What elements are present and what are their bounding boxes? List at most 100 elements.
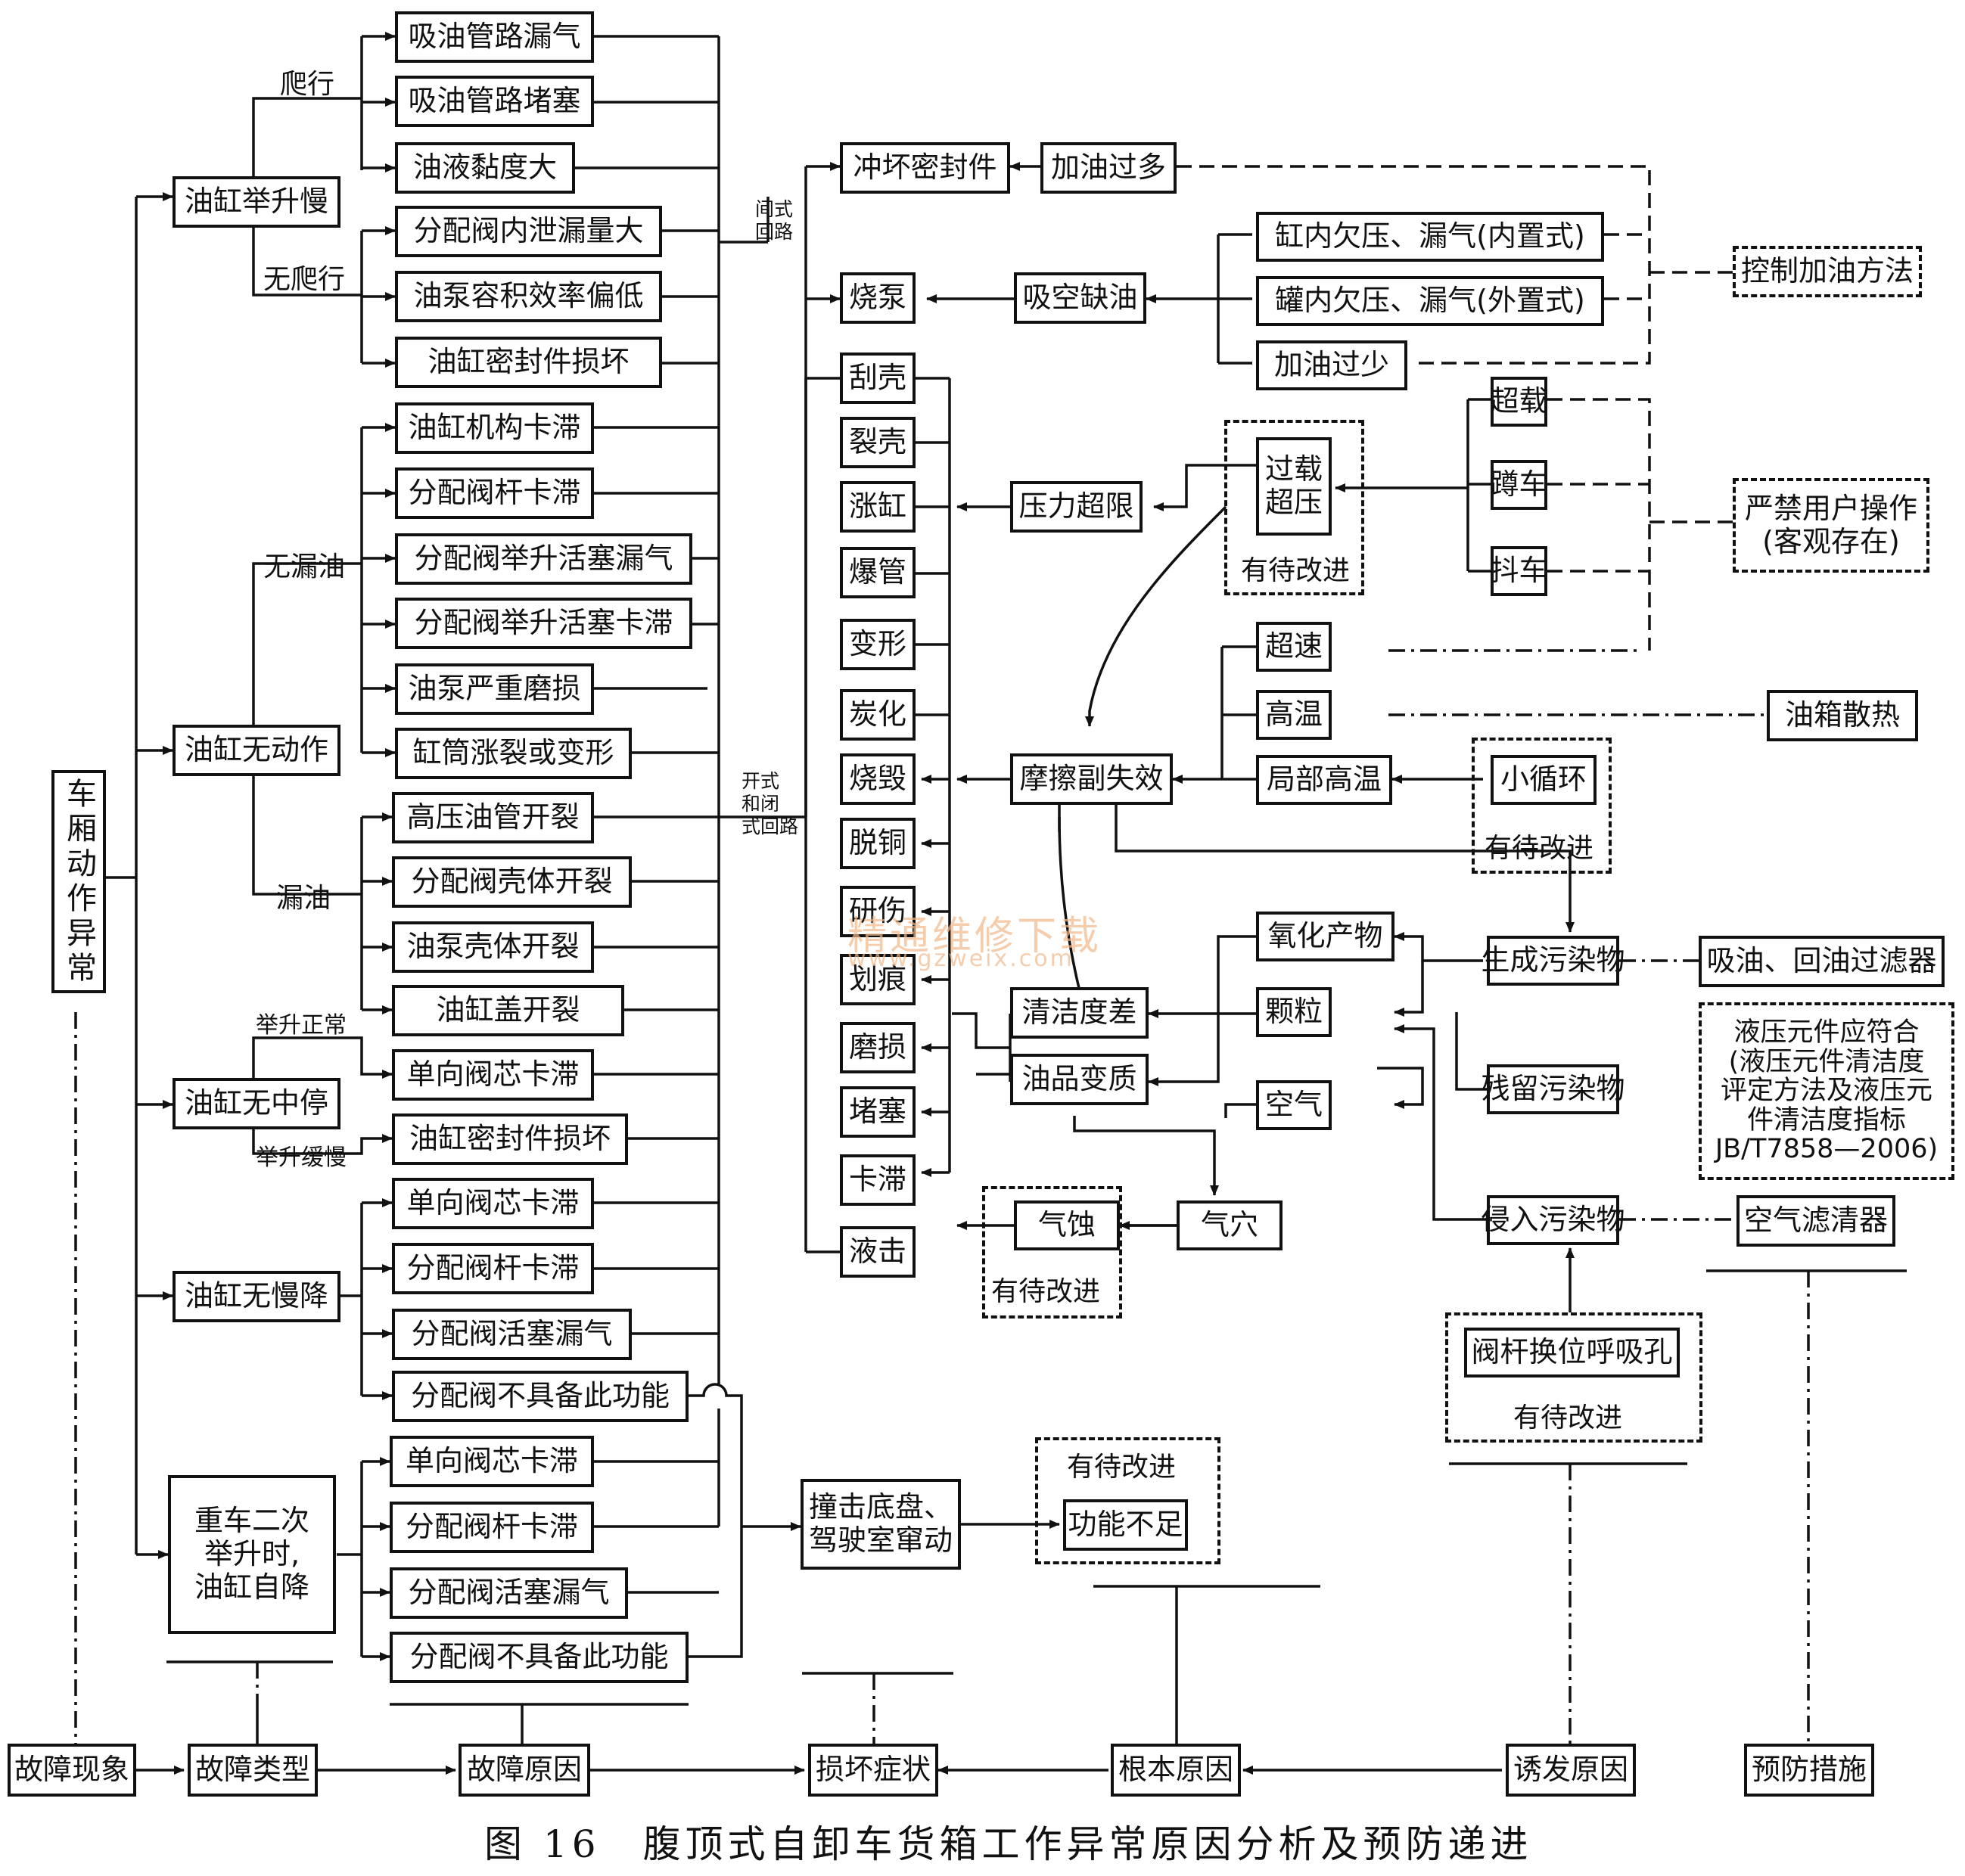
symptom-box: 研伤	[840, 886, 916, 937]
symptom-box: 堵塞	[840, 1086, 916, 1138]
legend-root-cause: 根本原因	[1111, 1744, 1241, 1797]
root-cause-box: 清洁度差	[1010, 987, 1149, 1039]
watermark-text: 精通维修下载	[847, 914, 1102, 959]
root-cause-box: 气蚀	[1014, 1200, 1120, 1250]
inducing-cause-box: 残留污染物	[1482, 1064, 1625, 1114]
pending-zone	[1445, 1312, 1702, 1443]
prevention-box: 油箱散热	[1767, 690, 1918, 741]
pending-zone	[1035, 1437, 1220, 1564]
cause-box: 单向阀芯卡滞	[392, 1049, 594, 1101]
pending-zone	[982, 1186, 1122, 1318]
label-crawl: 爬行	[280, 69, 335, 100]
symptom-box: 炭化	[840, 689, 916, 741]
fault-type-no-action: 油缸无动作	[173, 725, 340, 776]
symptom-box: 刮壳	[840, 353, 916, 404]
inducing-cause-box: 抖车	[1491, 546, 1548, 596]
inducing-cause-box: 高温	[1256, 690, 1332, 740]
root-cause-box: 功能不足	[1063, 1499, 1188, 1551]
inducing-cause-box: 生成污染物	[1482, 936, 1625, 986]
root-cause-box: 加油过多	[1040, 142, 1177, 194]
cause-box: 分配阀杆卡滞	[390, 1502, 594, 1553]
prevention-box: 液压元件应符合 (液压元件清洁度 评定方法及液压元 件清洁度指标 JB/T785…	[1699, 1002, 1954, 1180]
fault-type-no-slow-drop: 油缸无慢降	[173, 1271, 340, 1322]
cause-box: 分配阀不具备此功能	[390, 1632, 689, 1683]
pending-label: 有待改进	[1513, 1402, 1623, 1433]
cause-box: 分配阀举升活塞漏气	[395, 533, 692, 585]
cause-box: 油泵容积效率偏低	[395, 271, 662, 322]
fault-type-self-drop: 重车二次 举升时, 油缸自降	[168, 1475, 336, 1634]
symptom-box: 变形	[840, 619, 916, 670]
inducing-cause-box: 局部高温	[1256, 755, 1392, 805]
symptom-box: 烧毁	[840, 753, 916, 805]
inducing-cause-box: 过载 超压	[1256, 437, 1332, 536]
root-cause-box: 油品变质	[1010, 1054, 1149, 1105]
cause-box: 缸筒涨裂或变形	[395, 728, 632, 779]
inducing-cause-box: 空气	[1256, 1080, 1332, 1130]
root-cause-box: 压力超限	[1010, 481, 1143, 533]
cause-box: 分配阀杆卡滞	[392, 1243, 594, 1294]
cause-box: 分配阀活塞漏气	[392, 1309, 632, 1360]
cause-box: 吸油管路漏气	[395, 11, 594, 63]
symptom-box: 脱铜	[840, 818, 916, 869]
inducing-cause-box: 氧化产物	[1256, 912, 1394, 961]
legend-inducing-cause: 诱发原因	[1506, 1744, 1636, 1797]
fault-type-slow-lift: 油缸举升慢	[173, 176, 340, 228]
cause-box: 单向阀芯卡滞	[392, 1178, 594, 1229]
fault-type-no-midstop: 油缸无中停	[173, 1078, 340, 1129]
legend-prevention: 预防措施	[1744, 1744, 1874, 1797]
inducing-cause-box: 加油过少	[1256, 340, 1407, 390]
symptom-box: 烧泵	[840, 272, 916, 324]
symptom-box: 磨损	[840, 1022, 916, 1073]
cause-box: 油泵严重磨损	[395, 663, 594, 715]
prevention-box: 严禁用户操作 (客观存在)	[1733, 478, 1929, 573]
cause-box: 油泵壳体开裂	[392, 921, 594, 973]
symptom-box: 卡滞	[840, 1154, 916, 1206]
inducing-cause-box: 小循环	[1491, 755, 1597, 805]
pending-label: 有待改进	[1067, 1452, 1177, 1483]
symptom-box: 爆管	[840, 547, 916, 598]
prevention-box: 空气滤清器	[1736, 1195, 1895, 1247]
pending-label: 有待改进	[1241, 555, 1351, 586]
legend-fault-cause: 故障原因	[459, 1744, 590, 1797]
cause-box: 分配阀活塞漏气	[390, 1567, 628, 1619]
prevention-box: 吸油、回油过滤器	[1699, 936, 1945, 987]
label-no-crawl: 无爬行	[263, 264, 346, 295]
root-cause-box: 吸空缺油	[1014, 272, 1146, 324]
pending-label: 有待改进	[1485, 833, 1594, 864]
root-node: 车厢动作异常	[51, 770, 106, 993]
inducing-cause-box: 超载	[1491, 377, 1548, 427]
label-open-closed-circuit: 开式 和闭 式回路	[742, 770, 799, 837]
inducing-cause-box: 缸内欠压、漏气(内置式)	[1256, 212, 1604, 262]
cause-box: 分配阀壳体开裂	[392, 856, 632, 908]
symptom-box: 划痕	[840, 954, 916, 1005]
inducing-cause-box: 阀杆换位呼吸孔	[1464, 1328, 1680, 1377]
pending-zone	[1224, 420, 1364, 595]
cause-box: 吸油管路堵塞	[395, 76, 594, 127]
inducing-cause-box: 蹲车	[1491, 460, 1548, 510]
cause-box: 油缸密封件损坏	[395, 337, 662, 388]
inducing-cause-box: 超速	[1256, 622, 1332, 672]
legend-fault-phenomenon: 故障现象	[8, 1744, 136, 1797]
legend-fault-type: 故障类型	[188, 1744, 318, 1797]
pending-zone	[1472, 738, 1612, 874]
watermark-url: www.gzweix.com	[847, 946, 1074, 972]
cause-box: 高压油管开裂	[392, 792, 594, 843]
pending-label: 有待改进	[991, 1276, 1101, 1307]
label-leak: 漏油	[276, 883, 331, 914]
label-lift-slow: 举升缓慢	[256, 1145, 347, 1171]
cause-box: 分配阀杆卡滞	[395, 467, 594, 519]
cause-box: 油缸密封件损坏	[392, 1113, 628, 1165]
label-intermittent-circuit: 间式 回路	[755, 198, 794, 243]
cause-box: 分配阀举升活塞卡滞	[395, 598, 692, 649]
cause-box: 油缸盖开裂	[392, 985, 624, 1036]
label-lift-normal: 举升正常	[256, 1012, 347, 1039]
prevention-box: 控制加油方法	[1733, 246, 1922, 297]
cause-box: 分配阀内泄漏量大	[395, 206, 662, 257]
inducing-cause-box: 侵入污染物	[1482, 1195, 1625, 1245]
inducing-cause-box: 颗粒	[1256, 987, 1332, 1037]
root-cause-box: 气穴	[1177, 1200, 1283, 1250]
label-no-leak: 无漏油	[263, 551, 346, 582]
root-cause-box: 摩擦副失效	[1010, 753, 1173, 805]
cause-box: 油液黏度大	[395, 142, 575, 194]
symptom-box: 涨缸	[840, 481, 916, 533]
